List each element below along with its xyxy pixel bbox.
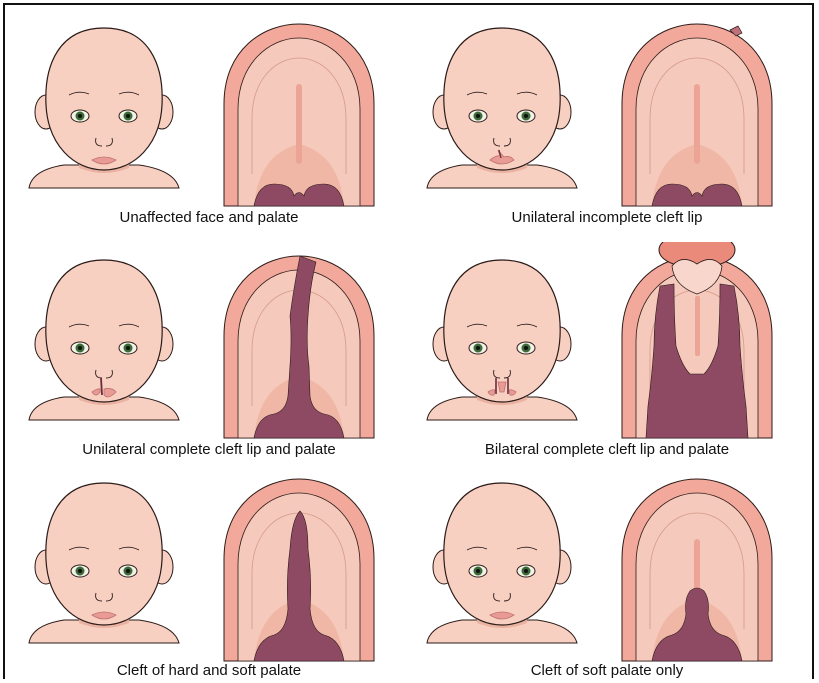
head: [46, 28, 162, 170]
pupil: [524, 114, 528, 118]
baby-face: [427, 260, 577, 420]
head: [46, 483, 162, 625]
palate-diagram: [224, 256, 374, 438]
pupil: [78, 114, 82, 118]
panel-illustration: [412, 465, 802, 665]
pupil: [476, 569, 480, 573]
panel-caption: Cleft of soft palate only: [412, 662, 802, 680]
pupil: [126, 569, 130, 573]
baby-face: [29, 260, 179, 420]
panel-illustration: [412, 242, 802, 442]
pupil: [476, 114, 480, 118]
baby-face: [29, 483, 179, 643]
panel-unilateral-complete-cleft: Unilateral complete cleft lip and palate: [14, 242, 404, 457]
baby-face: [29, 28, 179, 188]
panel-cleft-hard-soft-palate: Cleft of hard and soft palate: [14, 465, 404, 680]
baby-face: [427, 483, 577, 643]
panel-caption: Cleft of hard and soft palate: [14, 662, 404, 680]
palate-diagram: [224, 479, 374, 661]
panel-caption: Unilateral incomplete cleft lip: [412, 209, 802, 227]
head: [46, 260, 162, 402]
palate-diagram: [622, 24, 772, 206]
head: [444, 260, 560, 402]
panel-caption: Unaffected face and palate: [14, 209, 404, 227]
midline-raphe: [694, 84, 700, 164]
panel-unilateral-incomplete-cleft-lip: Unilateral incomplete cleft lip: [412, 10, 802, 225]
panel-illustration: [14, 465, 404, 665]
panel-illustration: [412, 10, 802, 210]
palate-diagram: [224, 24, 374, 206]
panel-caption: Bilateral complete cleft lip and palate: [412, 441, 802, 459]
pupil: [524, 569, 528, 573]
panel-illustration: [14, 10, 404, 210]
pupil: [126, 346, 130, 350]
vomer: [695, 296, 700, 356]
pupil: [78, 346, 82, 350]
head: [444, 28, 560, 170]
baby-face: [427, 28, 577, 188]
panel-unaffected: Unaffected face and palate: [14, 10, 404, 225]
pupil: [126, 114, 130, 118]
panel-caption: Unilateral complete cleft lip and palate: [14, 441, 404, 459]
head: [444, 483, 560, 625]
cleft-lip-gap: [101, 378, 102, 395]
palate-diagram: [622, 242, 772, 438]
pupil: [524, 346, 528, 350]
palate-diagram: [622, 479, 772, 661]
panel-cleft-soft-palate-only: Cleft of soft palate only: [412, 465, 802, 680]
panel-bilateral-complete-cleft: Bilateral complete cleft lip and palate: [412, 242, 802, 457]
pupil: [476, 346, 480, 350]
midline-raphe: [296, 84, 302, 164]
pupil: [78, 569, 82, 573]
panel-illustration: [14, 242, 404, 442]
